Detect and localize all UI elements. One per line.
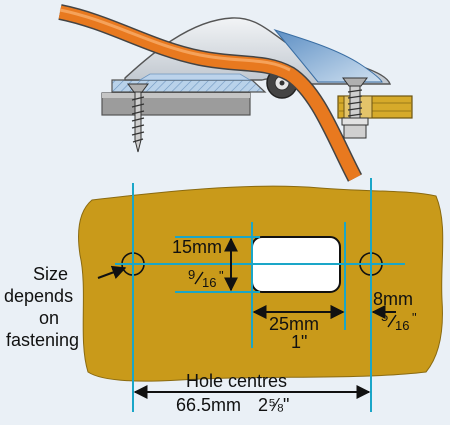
svg-text:fastening: fastening: [6, 330, 79, 350]
svg-text:depends: depends: [4, 286, 73, 306]
svg-text:on: on: [39, 308, 59, 328]
hole-centres-mm: 66.5mm: [176, 395, 241, 415]
edge-offset-mm: 8mm: [373, 289, 413, 309]
guide-lines: [115, 178, 405, 412]
svg-text:16: 16: [202, 275, 216, 290]
svg-text:Size: Size: [33, 264, 68, 284]
svg-text:16: 16: [395, 318, 409, 333]
svg-text:": ": [412, 310, 417, 325]
plan-view: 15mm 9 16 " 25mm 1" 8mm 5 16 " Size depe…: [4, 178, 444, 415]
cutout-height-inches: 9 16 ": [188, 267, 224, 290]
cutout-height-mm: 15mm: [172, 237, 222, 257]
side-view: [58, 4, 413, 182]
cutout-width-mm: 25mm: [269, 314, 319, 334]
svg-text:": ": [219, 268, 224, 283]
bolt-and-nut: [341, 77, 369, 139]
hole-centres-label: Hole centres: [186, 371, 287, 391]
dimension-arrows: [97, 237, 396, 399]
svg-text:9: 9: [188, 267, 195, 282]
cutout-width-inches: 1": [291, 332, 307, 352]
cleat-jaw: [273, 28, 383, 83]
edge-offset-inches: 5 16 ": [381, 309, 417, 333]
wood-screw: [127, 83, 149, 153]
svg-text:5: 5: [381, 309, 388, 324]
hole-centres-inches: 2⅝": [258, 395, 289, 415]
hole-size-note: Size depends on fastening: [4, 264, 79, 350]
